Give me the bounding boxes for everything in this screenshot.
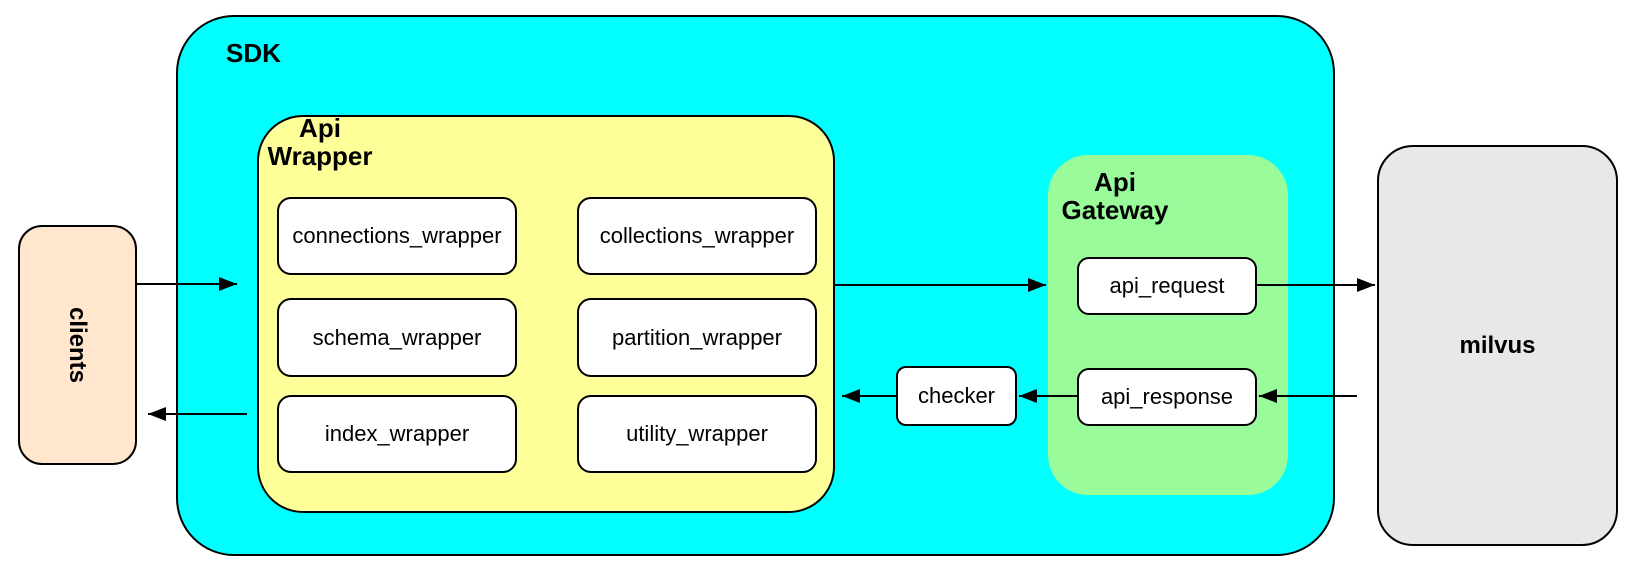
api-gateway-label-line2: Gateway bbox=[1061, 195, 1169, 225]
module-index-wrapper: index_wrapper bbox=[277, 395, 517, 473]
module-schema-wrapper-label: schema_wrapper bbox=[312, 324, 482, 350]
module-partition-wrapper: partition_wrapper bbox=[577, 298, 817, 377]
api-wrapper-label: Api Wrapper bbox=[262, 114, 378, 170]
api-response-node: api_response bbox=[1077, 368, 1257, 426]
checker-label: checker bbox=[917, 383, 996, 408]
module-collections-wrapper: collections_wrapper bbox=[577, 197, 817, 275]
module-connections-wrapper-label: connections_wrapper bbox=[292, 223, 502, 248]
sdk-label: SDK bbox=[226, 38, 281, 68]
api-response-label: api_response bbox=[1100, 384, 1234, 409]
api-gateway-label: Api Gateway bbox=[1055, 168, 1175, 224]
milvus-node: milvus bbox=[1377, 145, 1618, 546]
module-utility-wrapper: utility_wrapper bbox=[577, 395, 817, 473]
clients-label: clients bbox=[64, 306, 92, 384]
api-gateway-label-line1: Api bbox=[1094, 167, 1136, 197]
module-connections-wrapper: connections_wrapper bbox=[277, 197, 517, 275]
clients-node: clients bbox=[18, 225, 137, 465]
checker-node: checker bbox=[896, 366, 1017, 426]
api-wrapper-label-line1: Api bbox=[299, 113, 341, 143]
api-request-node: api_request bbox=[1077, 257, 1257, 315]
module-partition-wrapper-label: partition_wrapper bbox=[612, 324, 782, 350]
api-gateway-container-box bbox=[1048, 155, 1288, 495]
api-request-label: api_request bbox=[1109, 273, 1225, 298]
module-utility-wrapper-label: utility_wrapper bbox=[626, 421, 768, 446]
milvus-label: milvus bbox=[1459, 331, 1536, 359]
api-wrapper-label-line2: Wrapper bbox=[267, 141, 373, 171]
module-index-wrapper-label: index_wrapper bbox=[324, 421, 470, 446]
module-collections-wrapper-label: collections_wrapper bbox=[599, 223, 795, 248]
module-schema-wrapper: schema_wrapper bbox=[277, 298, 517, 377]
